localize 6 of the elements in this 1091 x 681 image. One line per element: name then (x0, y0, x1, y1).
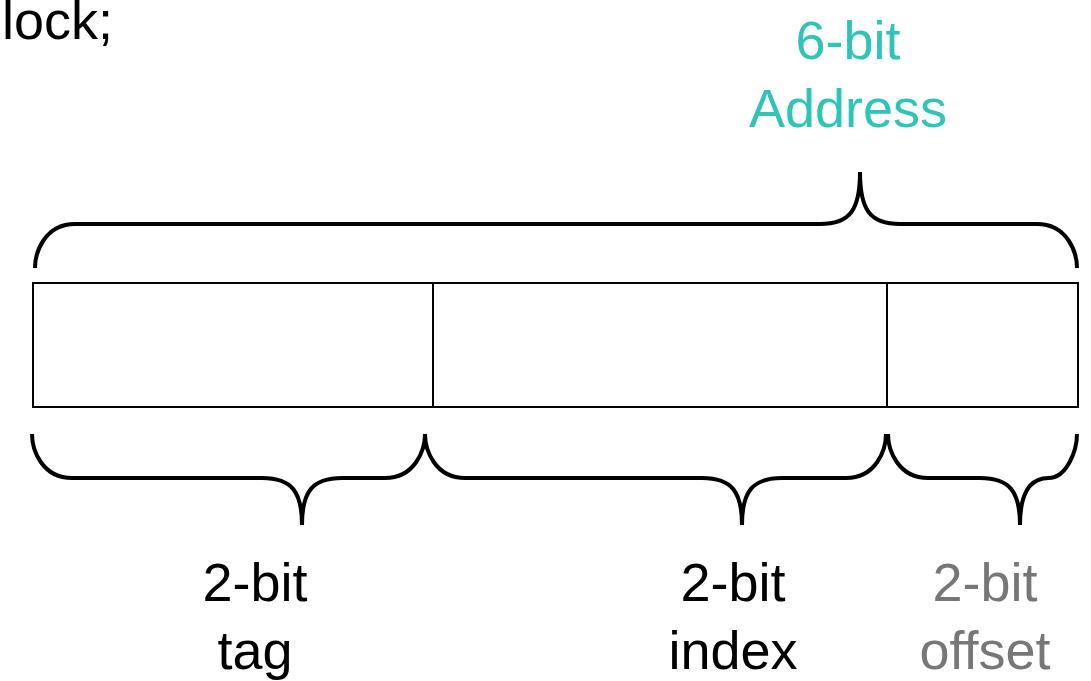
field-label: 2-bit tag (201, 551, 309, 681)
field-label: 2-bit index (667, 551, 799, 681)
field-label: 2-bit offset (918, 551, 1052, 681)
field-label: 6-bit Address (747, 9, 949, 140)
field-box (886, 282, 1079, 408)
partial-text: lock; (2, 0, 115, 52)
